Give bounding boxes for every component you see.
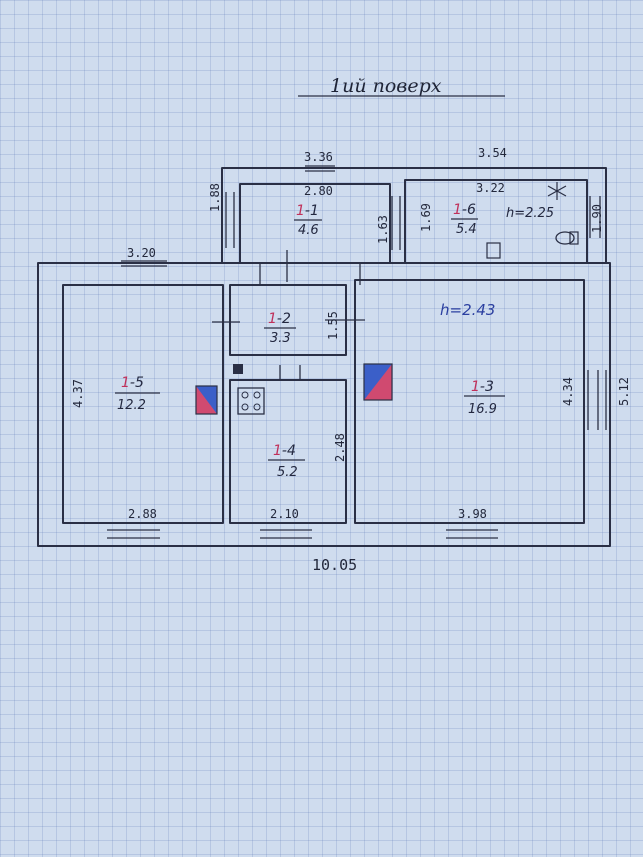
plan-title: 1ий поверх bbox=[330, 75, 442, 97]
svg-text:16.9: 16.9 bbox=[468, 402, 497, 417]
svg-text:5.4: 5.4 bbox=[456, 222, 477, 237]
room-1-5-label: 1-5 12.2 bbox=[115, 375, 160, 413]
svg-text:1-1: 1-1 bbox=[296, 203, 319, 219]
dim-room-1-5-bottom: 2.88 bbox=[128, 507, 157, 521]
room-1-2-label: 1-2 3.3 bbox=[264, 311, 296, 346]
svg-text:1-2: 1-2 bbox=[268, 311, 291, 327]
svg-text:1-6: 1-6 bbox=[453, 202, 476, 218]
outer-walls bbox=[37, 167, 611, 547]
dim-room-1-6-side: 1.69 bbox=[419, 203, 433, 232]
cooktop-icon bbox=[237, 387, 265, 415]
lamp-icon bbox=[547, 182, 567, 200]
dim-room-1-4-side: 2.48 bbox=[333, 433, 347, 462]
svg-text:12.2: 12.2 bbox=[117, 398, 146, 413]
dim-room-1-1-depth: 1.88 bbox=[208, 183, 222, 212]
dim-outer-right: 5.12 bbox=[617, 377, 631, 406]
stove-room-3-icon bbox=[363, 363, 393, 401]
room-1-6-label: 1-6 5.4 h=2.25 bbox=[451, 202, 554, 237]
dim-room-1-5-left: 4.37 bbox=[71, 379, 85, 408]
dim-total-width: 10.05 bbox=[312, 556, 357, 574]
svg-text:4.6: 4.6 bbox=[298, 223, 319, 238]
svg-text:1-4: 1-4 bbox=[273, 443, 296, 459]
dim-room-1-5-top: 3.20 bbox=[127, 246, 156, 260]
dim-top-right: 3.54 bbox=[478, 146, 507, 160]
room-1-4-label: 1-4 5.2 bbox=[268, 443, 305, 480]
dim-room-1-6-right: 1.90 bbox=[590, 204, 604, 233]
svg-text:5.2: 5.2 bbox=[277, 465, 298, 480]
door-marks bbox=[212, 250, 365, 380]
room-1-3-label: 1-3 16.9 bbox=[464, 379, 505, 417]
dim-room-1-2-side: 1.55 bbox=[326, 311, 340, 340]
room-1-1-label: 1-1 4.6 bbox=[294, 203, 322, 238]
svg-text:3.3: 3.3 bbox=[270, 331, 291, 346]
dim-room-1-1-side: 1.63 bbox=[376, 215, 390, 244]
dim-room-1-1-width: 2.80 bbox=[304, 184, 333, 198]
chimney-icon bbox=[233, 364, 243, 374]
svg-text:h=2.25: h=2.25 bbox=[506, 206, 554, 221]
stove-room-5-icon bbox=[195, 385, 218, 415]
dim-room-1-6-width: 3.22 bbox=[476, 181, 505, 195]
svg-text:1-3: 1-3 bbox=[471, 379, 494, 395]
svg-text:1-5: 1-5 bbox=[121, 375, 144, 391]
dim-room-1-3-bottom: 3.98 bbox=[458, 507, 487, 521]
dim-room-1-3-right: 4.34 bbox=[561, 377, 575, 406]
dimension-labels: 3.36 3.54 2.80 3.22 3.20 2.88 2.10 3.98 … bbox=[71, 146, 631, 574]
dim-room-1-4-bottom: 2.10 bbox=[270, 507, 299, 521]
toilet-icon bbox=[555, 231, 575, 245]
windows bbox=[107, 165, 607, 539]
dim-top-left: 3.36 bbox=[304, 150, 333, 164]
bathroom-fixtures bbox=[486, 182, 579, 259]
main-ceiling-height: h=2.43 bbox=[440, 301, 495, 319]
